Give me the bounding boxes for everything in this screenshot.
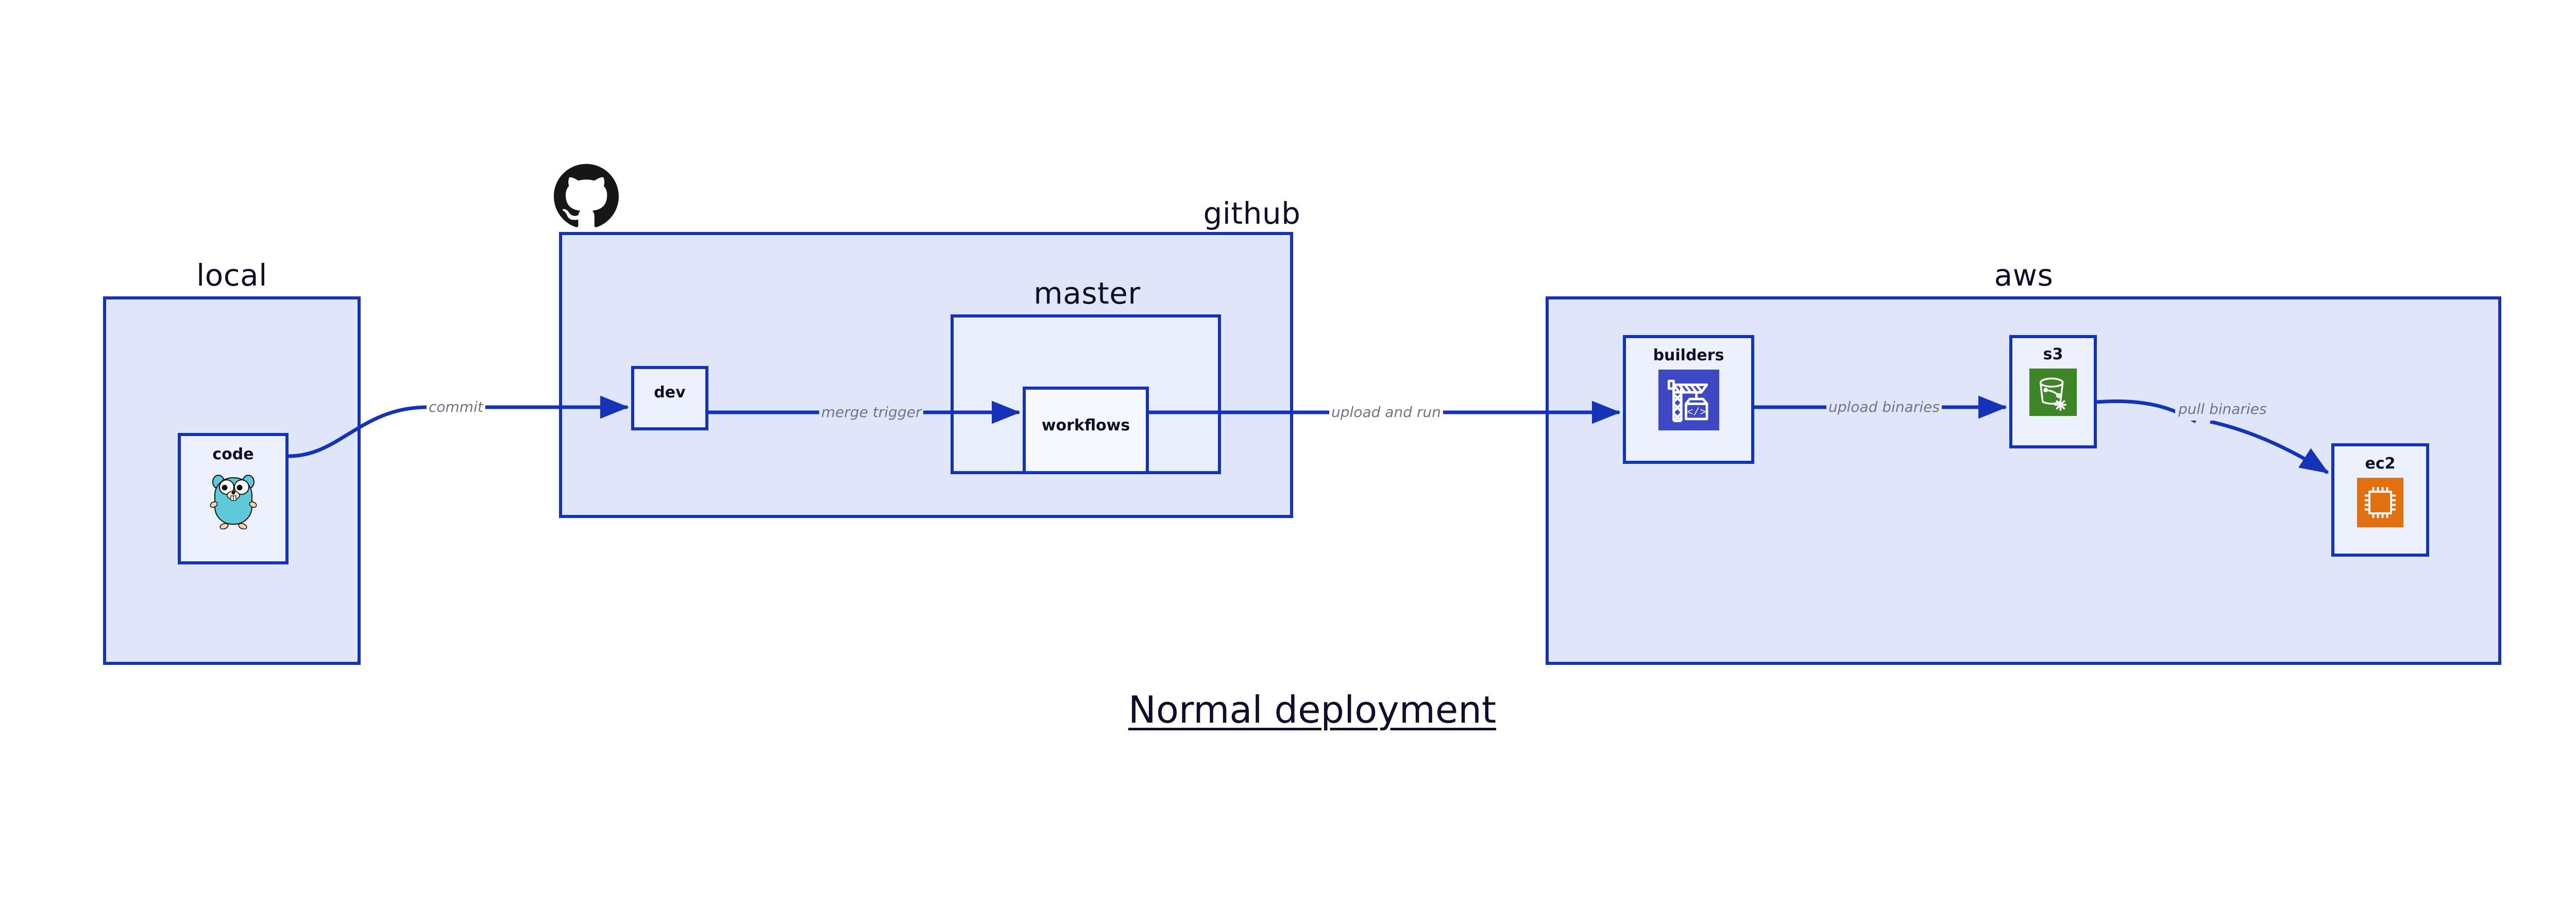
zone-label-local: local	[196, 258, 267, 293]
edge-label-commit: commit	[427, 396, 485, 419]
node-label-code: code	[212, 445, 254, 463]
node-label-s3: s3	[2043, 345, 2063, 363]
diagram-title: Normal deployment	[1128, 688, 1497, 731]
node-label-dev: dev	[654, 383, 686, 402]
zone-label-aws: aws	[1994, 258, 2054, 293]
node-label-builders: builders	[1653, 346, 1724, 364]
aws-codebuild-icon: </>	[1658, 370, 1719, 430]
edge-label-upload-and-run: upload and run	[1329, 401, 1443, 424]
zone-label-master: master	[1033, 276, 1141, 311]
node-label-ec2: ec2	[2365, 455, 2396, 473]
node-builders[interactable]: builders </>	[1623, 335, 1754, 464]
zone-label-github: github	[1203, 196, 1301, 231]
go-gopher-icon	[210, 469, 257, 529]
node-code[interactable]: code	[178, 433, 289, 564]
aws-ec2-icon	[2357, 478, 2403, 527]
github-octocat-icon	[554, 164, 619, 231]
edge-label-upload-binaries: upload binaries	[1826, 396, 1942, 419]
node-dev[interactable]: dev	[631, 366, 708, 430]
edge-label-pull-binaries: pull binaries	[2175, 398, 2270, 421]
aws-s3-glacier-icon	[2029, 369, 2077, 416]
node-label-workflows: workflows	[1041, 416, 1130, 435]
node-workflows[interactable]: workflows	[1023, 387, 1149, 474]
edge-label-merge-trigger: merge trigger	[819, 401, 924, 424]
svg-text:</>: </>	[1687, 407, 1705, 419]
node-s3[interactable]: s3	[2009, 335, 2097, 448]
node-ec2[interactable]: ec2	[2331, 443, 2429, 557]
